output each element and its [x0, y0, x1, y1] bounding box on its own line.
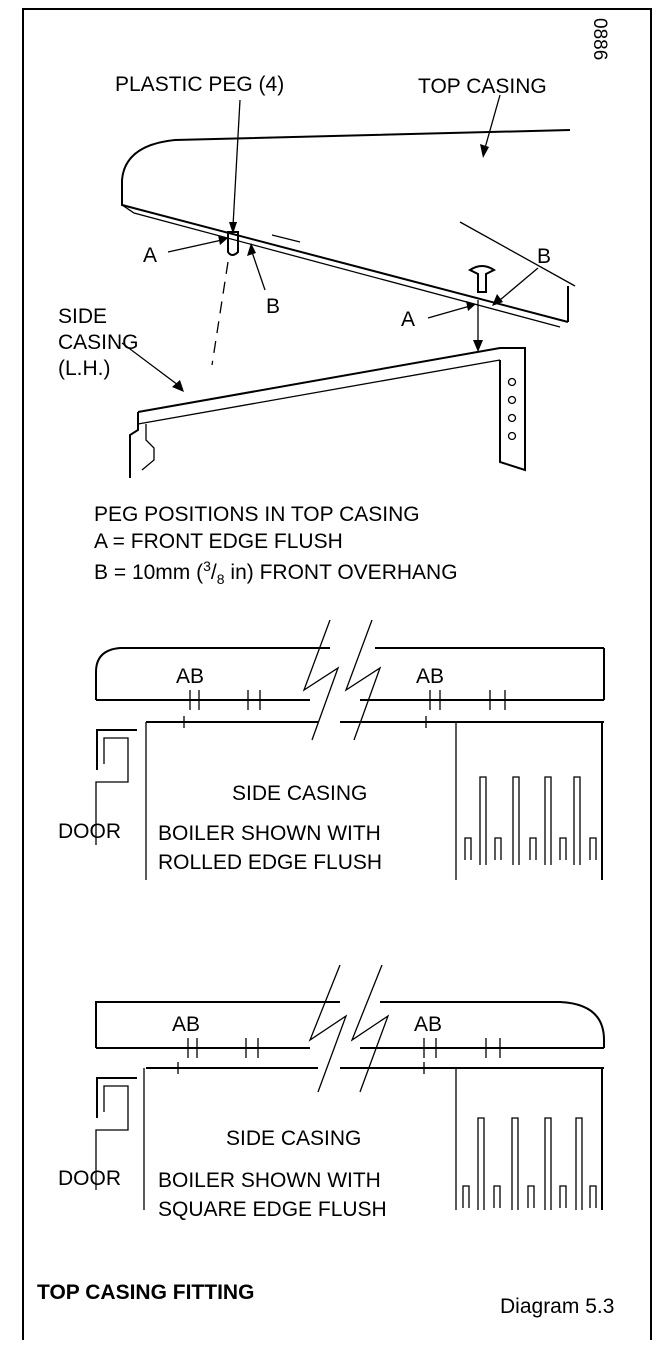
leader-lines	[121, 94, 539, 392]
panel2-drawing	[95, 964, 605, 1210]
exploded-top-casing	[121, 129, 576, 328]
diagram-frame	[22, 8, 652, 1340]
panel1-caption-1: BOILER SHOWN WITH	[158, 822, 381, 845]
peg-b-label-right: B	[537, 245, 552, 268]
panel1-ab-left: AB	[176, 665, 205, 688]
panel1-door: DOOR	[58, 820, 121, 843]
side-casing-label-3: (L.H.)	[58, 357, 111, 380]
figure-title: TOP CASING FITTING	[37, 1281, 255, 1304]
legend-a-line: A = FRONT EDGE FLUSH	[94, 530, 343, 553]
legend-heading: PEG POSITIONS IN TOP CASING	[94, 503, 420, 526]
panel2-door: DOOR	[58, 1167, 121, 1190]
top-casing-label: TOP CASING	[418, 75, 547, 98]
exploded-side-casing	[129, 347, 526, 478]
panel1-caption-2: ROLLED EDGE FLUSH	[158, 851, 383, 874]
panel2-ab-left: AB	[172, 1013, 201, 1036]
diagram-number: Diagram 5.3	[500, 1295, 615, 1318]
panel1-ab-right: AB	[416, 665, 445, 688]
panel1-drawing	[95, 619, 605, 880]
peg-a-label: A	[143, 244, 158, 267]
peg-b-label: B	[266, 295, 281, 318]
legend-b-line: B = 10mm (3/8 in) FRONT OVERHANG	[94, 558, 458, 588]
panel2-caption-2: SQUARE EDGE FLUSH	[158, 1198, 387, 1221]
panel2-side-casing: SIDE CASING	[226, 1127, 362, 1150]
plastic-peg-label: PLASTIC PEG (4)	[115, 73, 285, 96]
side-casing-label-2: CASING	[58, 331, 139, 354]
panel2-ab-right: AB	[414, 1013, 443, 1036]
panel1-side-casing: SIDE CASING	[232, 782, 368, 805]
panel2-caption-1: BOILER SHOWN WITH	[158, 1169, 381, 1192]
side-casing-label-1: SIDE	[58, 305, 108, 328]
peg-a-label-right: A	[401, 308, 416, 331]
